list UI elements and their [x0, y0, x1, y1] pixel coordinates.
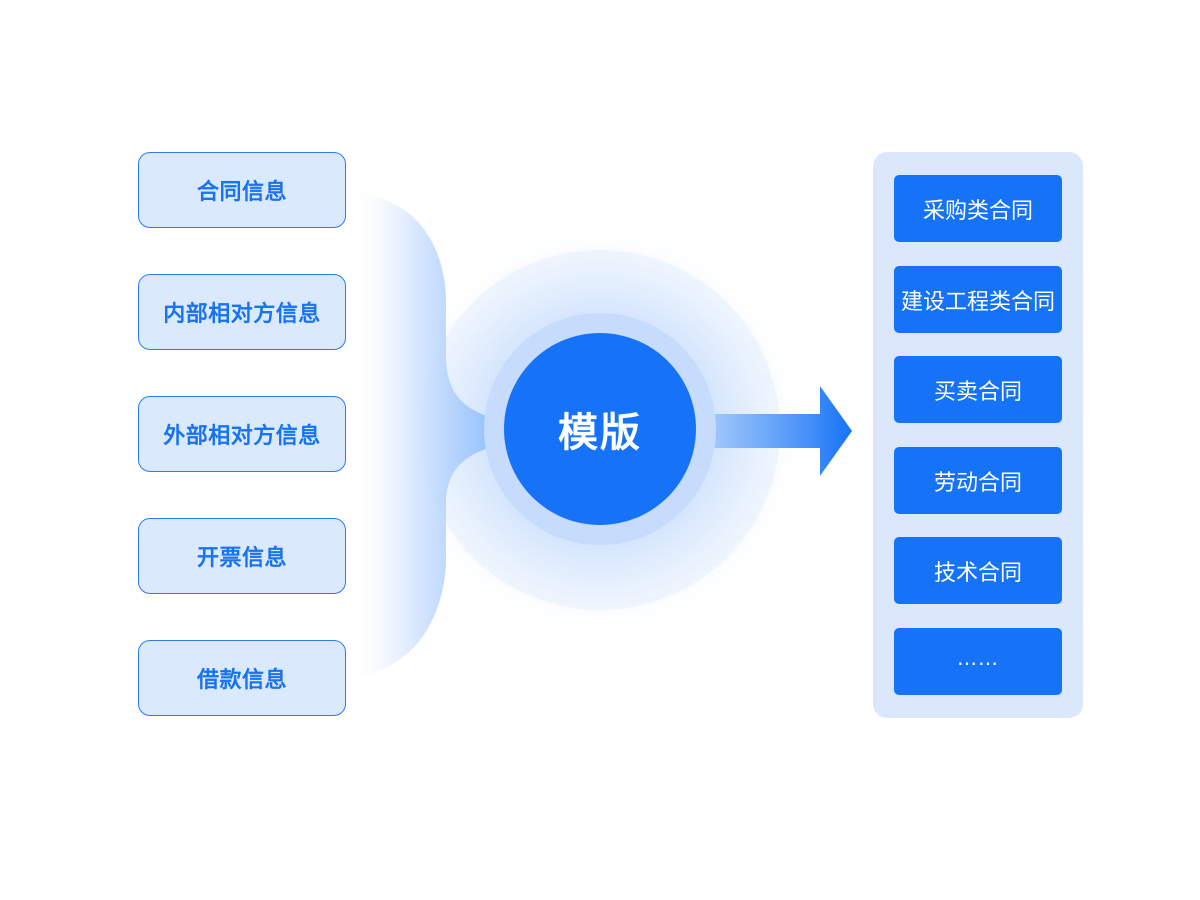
- output-arrow: [706, 386, 852, 476]
- input-label: 借款信息: [196, 668, 287, 693]
- output-box-sales-contract: 买卖合同: [894, 356, 1062, 423]
- input-box-loan-info: 借款信息: [138, 640, 346, 716]
- output-label: 买卖合同: [933, 379, 1022, 405]
- output-box-more: ……: [894, 628, 1062, 695]
- input-label: 内部相对方信息: [163, 302, 321, 327]
- input-label: 合同信息: [196, 180, 287, 205]
- input-funnel: [346, 192, 500, 678]
- input-box-external-party-info: 外部相对方信息: [138, 396, 346, 472]
- input-box-contract-info: 合同信息: [138, 152, 346, 228]
- input-box-internal-party-info: 内部相对方信息: [138, 274, 346, 350]
- output-label: 技术合同: [933, 560, 1022, 586]
- output-panel: [873, 152, 1083, 718]
- input-label: 开票信息: [196, 546, 287, 571]
- output-box-construction-contract: 建设工程类合同: [894, 266, 1062, 333]
- center-label: 模版: [558, 410, 642, 456]
- center-circle: [504, 333, 696, 525]
- output-label: 劳动合同: [933, 470, 1022, 496]
- input-label: 外部相对方信息: [163, 424, 321, 449]
- output-label: ……: [957, 645, 999, 670]
- output-label: 采购类合同: [922, 198, 1033, 224]
- output-box-procurement-contract: 采购类合同: [894, 175, 1062, 242]
- output-box-technology-contract: 技术合同: [894, 537, 1062, 604]
- input-box-invoice-info: 开票信息: [138, 518, 346, 594]
- output-box-labor-contract: 劳动合同: [894, 447, 1062, 514]
- output-label: 建设工程类合同: [900, 289, 1055, 315]
